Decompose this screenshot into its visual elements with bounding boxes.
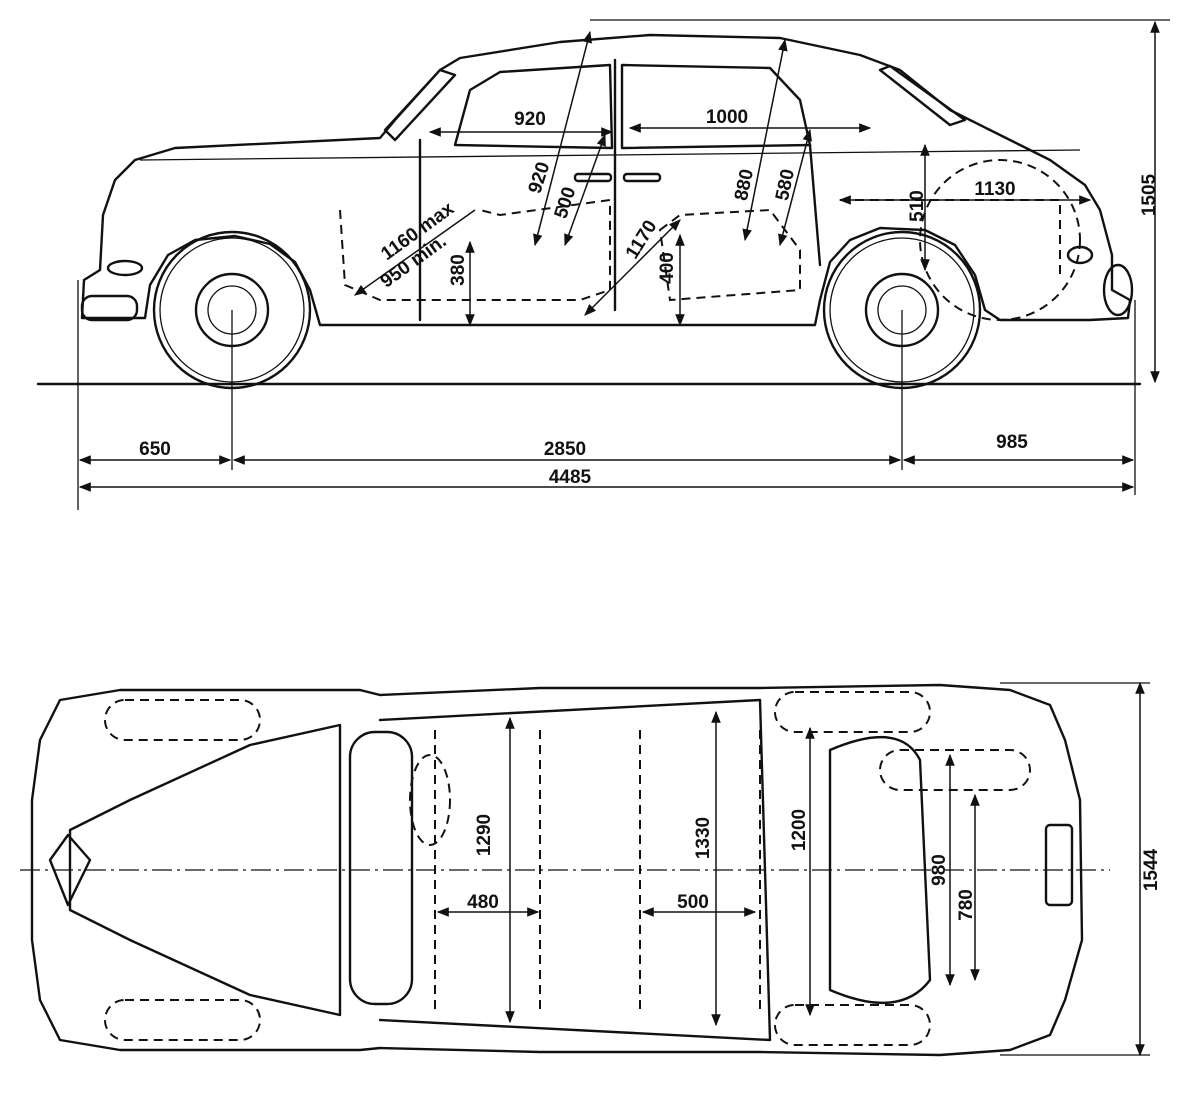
front-bumper [80, 294, 139, 322]
spare-wheel-dashed [919, 159, 1081, 321]
tail-light [1066, 245, 1094, 265]
grille-emblem [48, 833, 92, 907]
dim-trunk-inner-width: 780 [956, 889, 977, 921]
rear-seat-dashed [658, 208, 801, 302]
dim-rear-seat-diagonal: 1170 [622, 217, 662, 263]
side-view: 650 2850 985 4485 1505 920 1000 920 500 … [36, 19, 1170, 510]
dim-overall-width: 1544 [1141, 848, 1162, 891]
dim-overall-length: 4485 [549, 467, 592, 488]
rear-door-edge [808, 143, 822, 267]
dim-rear-interior-width: 1330 [693, 817, 714, 859]
rear-door-handle [622, 172, 662, 183]
dim-front-seat-width: 480 [467, 892, 499, 913]
dim-rear-legroom: 1000 [706, 107, 748, 128]
fog-light [106, 259, 144, 277]
spare-wheel-dashed [879, 749, 1031, 791]
front-wheel-left [104, 699, 261, 741]
top-body-outline [30, 683, 1084, 1057]
trunk-dashed [840, 199, 1061, 280]
dim-rear-overhang: 985 [996, 432, 1028, 453]
dim-wheelbase: 2850 [544, 439, 586, 460]
windshield [383, 68, 457, 142]
dim-front-legroom: 920 [514, 109, 546, 130]
roof-outline [378, 698, 772, 1042]
top-view: 1290 480 500 1330 1200 980 780 1544 [20, 681, 1162, 1057]
rear-wheel-right [774, 1004, 931, 1046]
seat-dashed [434, 730, 761, 1010]
belt-line [139, 149, 1081, 161]
rear-window-top [828, 735, 932, 1005]
dim-front-interior-width: 1290 [474, 814, 495, 856]
dim-rear-seat-height: 400 [657, 252, 678, 284]
rear-window [878, 64, 967, 127]
license-plate [1044, 823, 1074, 907]
front-door-window [453, 63, 614, 150]
rear-bumper [1102, 263, 1134, 317]
front-wheel-right [104, 999, 261, 1041]
front-door-handle [573, 172, 613, 183]
windshield-top [348, 730, 414, 1006]
dim-trunk-width: 980 [929, 854, 950, 886]
dim-trunk-length: 1130 [974, 179, 1015, 200]
dim-rear-seat-back: 580 [772, 167, 799, 202]
dim-front-overhang: 650 [139, 439, 171, 460]
dim-overall-height: 1505 [1139, 173, 1160, 216]
dim-trunk-height: 510 [907, 190, 928, 222]
dim-front-headroom: 920 [525, 160, 555, 197]
dim-rear-shoulder-width: 1200 [789, 809, 810, 851]
dim-rear-seat-width: 500 [677, 892, 709, 913]
rear-wheel-left [774, 691, 931, 733]
dim-front-seat-height: 380 [448, 254, 469, 286]
hood [68, 723, 342, 1017]
steering-wheel-dashed [409, 754, 451, 846]
